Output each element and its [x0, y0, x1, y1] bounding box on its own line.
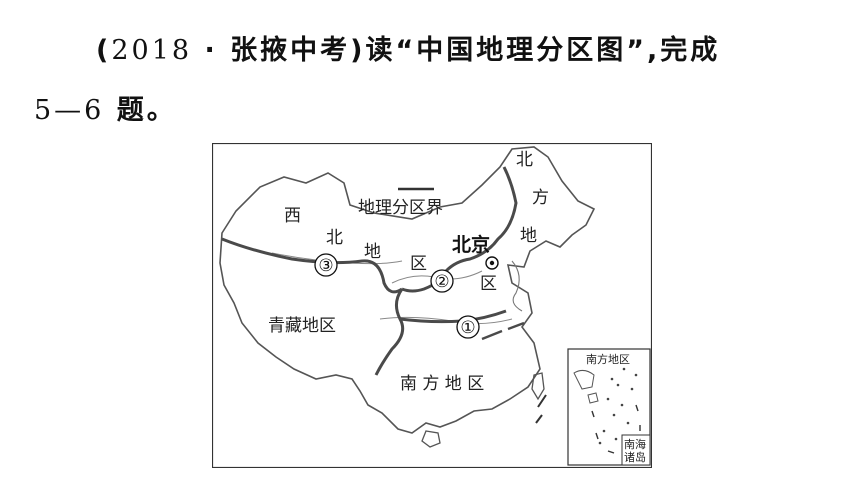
- marker-3-circle: [314, 253, 338, 277]
- label-xibei-1: 西: [284, 206, 301, 226]
- question-line-2: 5—6 题。: [34, 88, 177, 127]
- inset-hainan: [587, 392, 599, 404]
- boundary-east-dash: [481, 321, 525, 341]
- inset-islands: [598, 367, 638, 445]
- capital-symbol-dot: [489, 260, 495, 266]
- china-outline: [219, 146, 596, 434]
- label-beifang-4: 区: [480, 274, 497, 294]
- inset-islands-label-1: 南海: [624, 437, 646, 451]
- label-nanfang: 南 方 地 区: [400, 374, 484, 394]
- open-paren: (: [96, 35, 112, 66]
- label-beifang-3: 地: [520, 226, 537, 246]
- inset-coast: [573, 369, 595, 390]
- label-xibei-3: 地: [364, 242, 381, 262]
- label-beifang-2: 方: [532, 188, 549, 208]
- label-qingzang: 青藏地区: [268, 316, 336, 336]
- sea-dash-2: [535, 414, 543, 424]
- sea-dash-1: [537, 394, 547, 408]
- taiwan-island: [531, 372, 545, 401]
- china-region-map: 地理分区界 西 北 地 区 北 方 地 区 青藏地区 南 方 地 区 北京 ③ …: [212, 143, 652, 468]
- east-coast-line: [511, 260, 523, 312]
- legend-label: 地理分区界: [358, 198, 443, 218]
- close-paren: ): [350, 35, 366, 66]
- marker-2-circle: [430, 269, 454, 293]
- label-beifang-1: 北: [516, 150, 533, 170]
- boundary-northwest: [221, 237, 403, 294]
- label-xibei-4: 区: [410, 254, 427, 274]
- label-xibei-2: 北: [326, 228, 343, 248]
- question-line-1: (2018 · 张掖中考)读“中国地理分区图”,完成: [96, 28, 720, 67]
- question-prompt: 读“中国地理分区图”,完成: [365, 35, 721, 66]
- marker-1-label: ①: [460, 318, 475, 338]
- question-range: 5—6: [34, 95, 105, 126]
- exam-source: 张掖中考: [230, 35, 351, 66]
- exam-year: 2018: [111, 35, 193, 66]
- hainan-island: [421, 430, 441, 448]
- separator-dot: ·: [204, 35, 218, 66]
- capital-label: 北京: [452, 233, 490, 256]
- inset-label-box: [621, 434, 651, 466]
- map-svg: 地理分区界 西 北 地 区 北 方 地 区 青藏地区 南 方 地 区 北京 ③ …: [212, 143, 652, 468]
- marker-1-circle: [456, 315, 480, 339]
- inset-islands-label-2: 诸岛: [624, 450, 646, 464]
- question-suffix: 题。: [116, 95, 177, 126]
- inset-title: 南方地区: [586, 352, 630, 366]
- boundary-qinghai: [374, 288, 405, 376]
- boundary-qinling: [401, 166, 518, 293]
- marker-2-label: ②: [434, 272, 449, 292]
- marker-3-label: ③: [318, 256, 333, 276]
